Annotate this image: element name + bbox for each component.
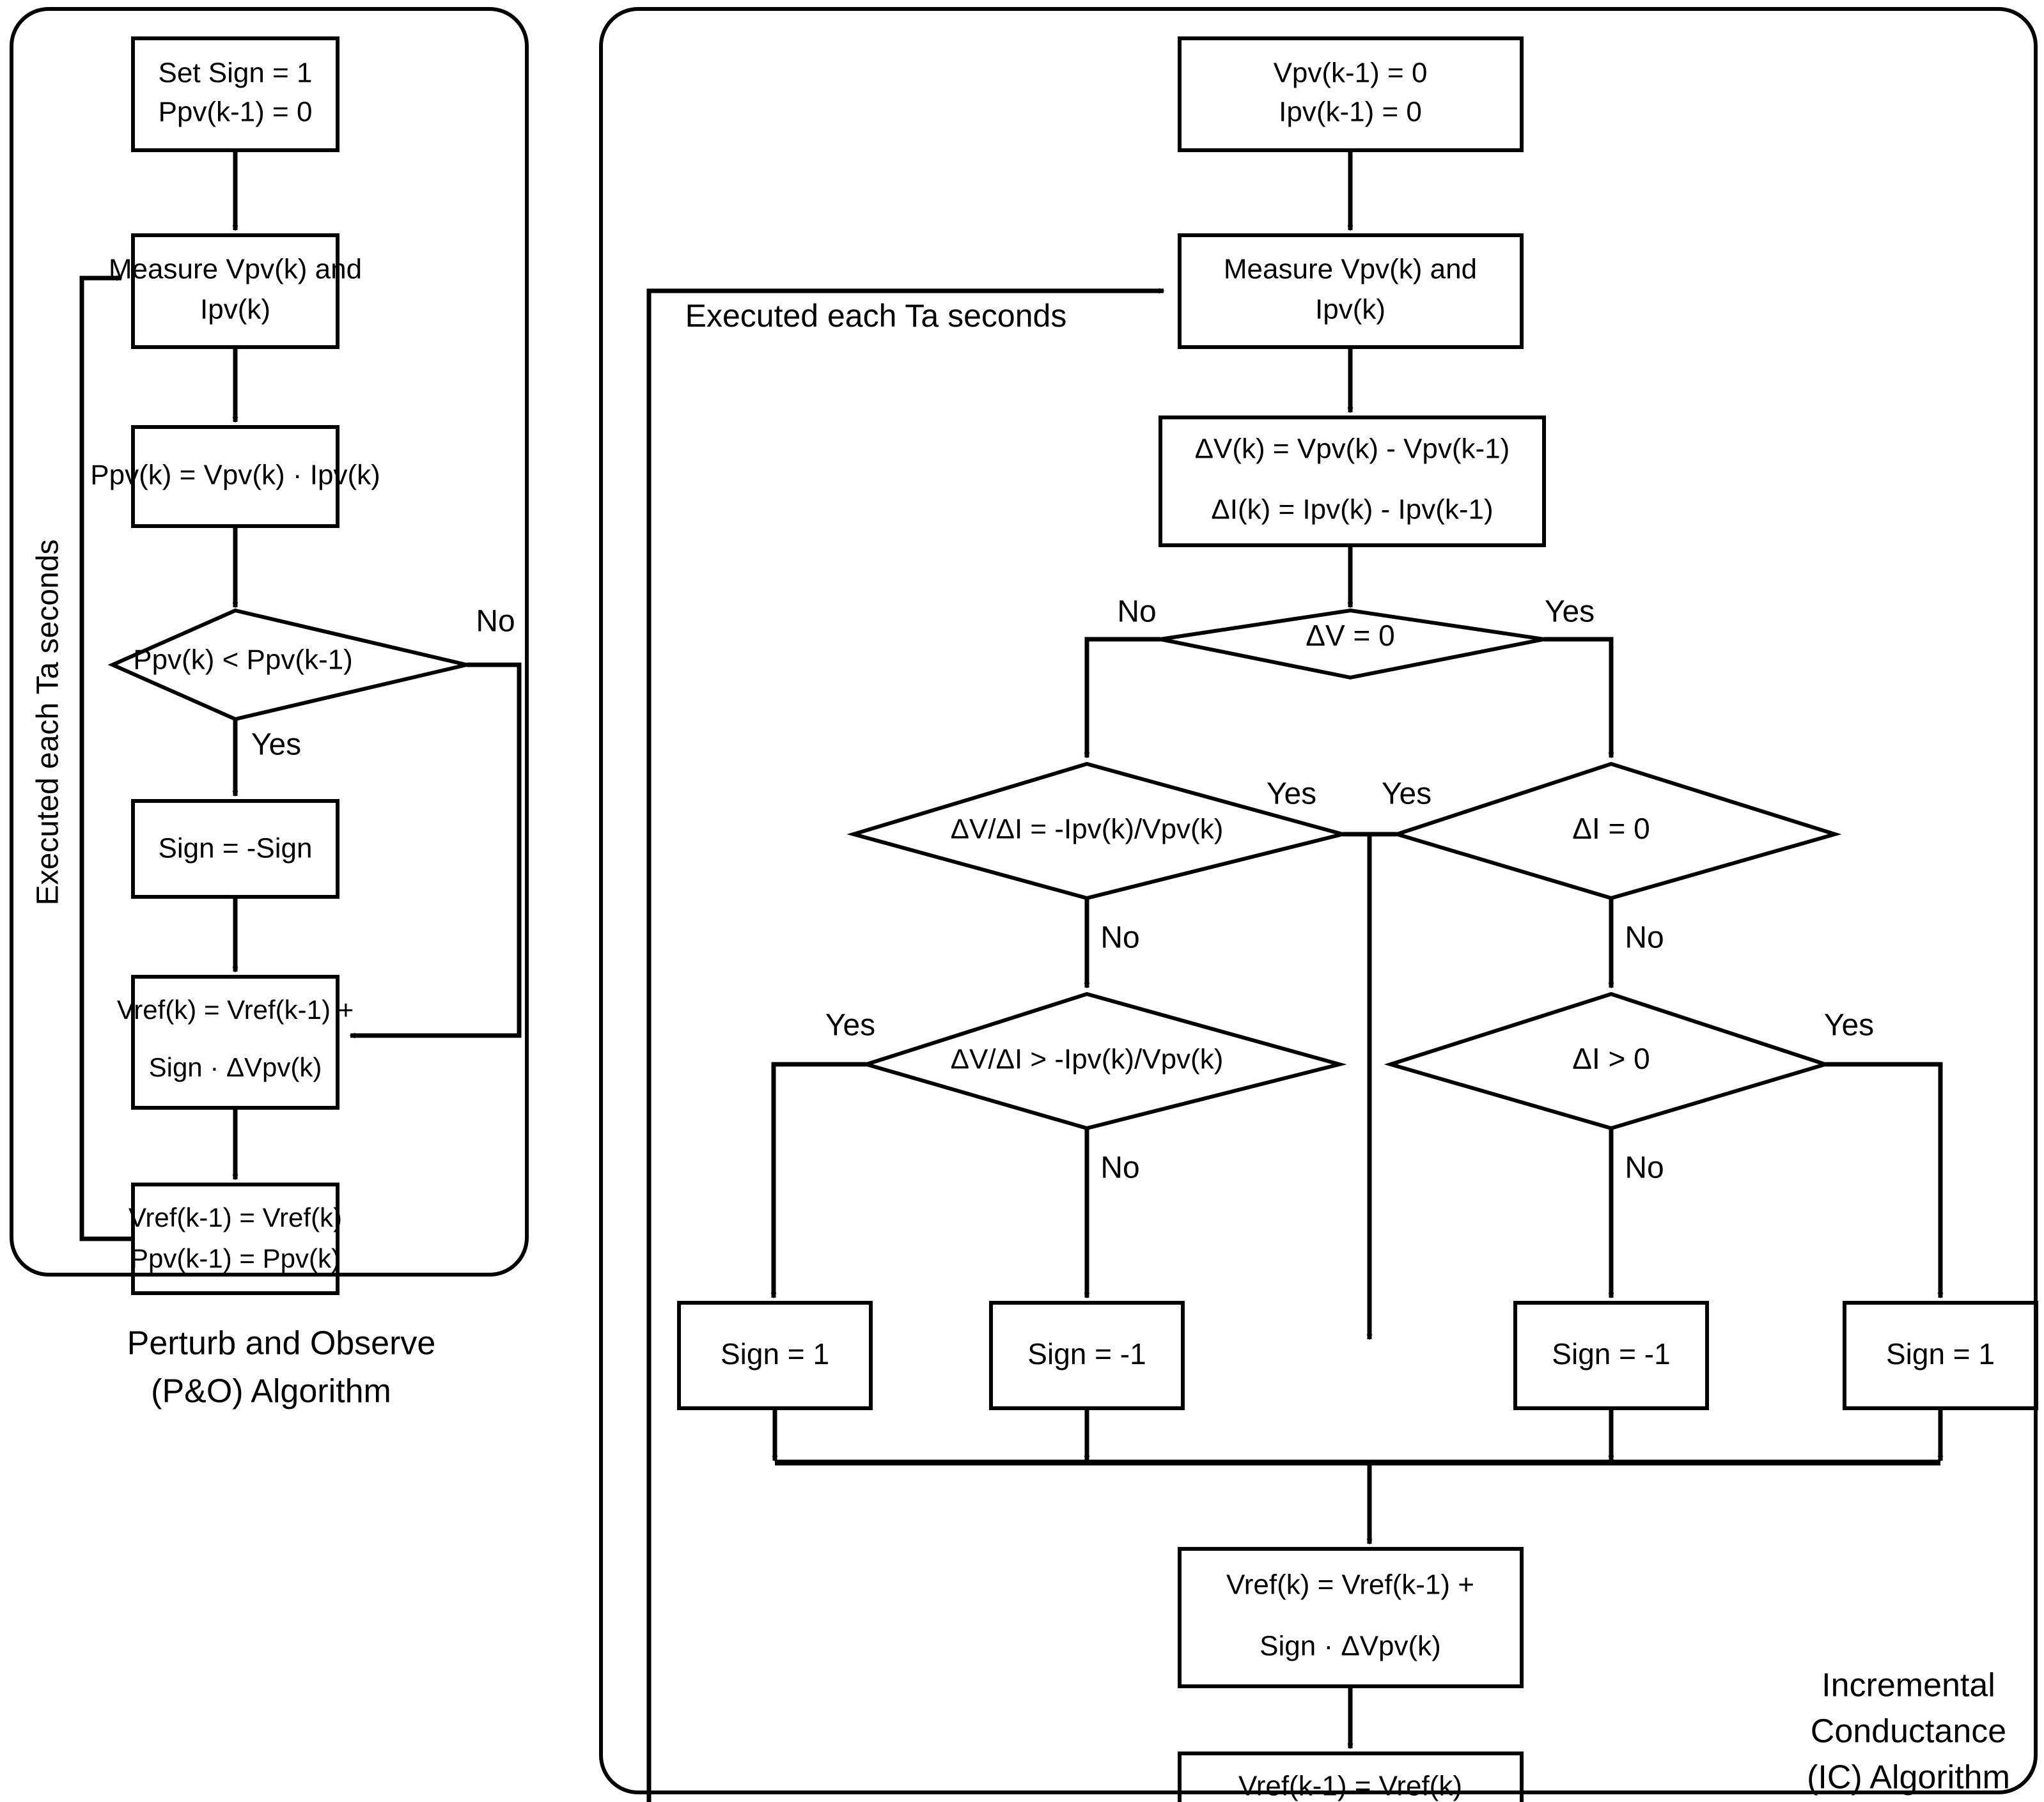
pando-label-no: No [476,605,515,639]
ic-label-di0-no: No [1625,921,1664,955]
ic-dv0-diamond [1160,608,1545,680]
ic-sign-c-text: Sign = -1 [1552,1337,1670,1371]
pando-update-line2: Ppv(k-1) = Ppv(k) [130,1243,340,1273]
ic-label-ratio-eq-no: No [1100,921,1139,955]
pando-measure-line1: Measure Vpv(k) and [109,254,362,285]
ic-di-gt-text: ΔI > 0 [1572,1042,1650,1075]
pando-loop-label: Executed each Ta seconds [31,540,65,906]
ic-label-ratio-gt-no: No [1100,1151,1139,1185]
ic-edge-dv0-no [1084,637,1160,759]
ic-label-di0-yes: Yes [1382,777,1432,811]
ic-edge-ratio-gt-yes [770,1062,866,1299]
pando-update-line1: Vref(k-1) = Vref(k) [129,1202,342,1232]
ic-panel-border [599,7,2038,1794]
ic-label-ratio-gt-yes: Yes [825,1009,875,1043]
ic-caption-line3: (IC) Algorithm [1807,1759,2010,1796]
ic-label-dv0-yes: Yes [1545,595,1595,629]
ic-init-line2: Ipv(k-1) = 0 [1279,97,1422,128]
ic-sign-d-text: Sign = 1 [1886,1337,1995,1371]
pando-caption-line1: Perturb and Observe [127,1325,436,1362]
pando-panel-border [10,7,529,1277]
pando-init-line1: Set Sign = 1 [159,58,313,89]
ic-sign-b-text: Sign = -1 [1027,1337,1146,1371]
ic-edge-dv0-yes [1544,637,1614,759]
pando-decision-text: Ppv(k) < Ppv(k-1) [133,644,353,676]
pando-init-line2: Ppv(k-1) = 0 [159,97,313,128]
ic-loop-label: Executed each Ta seconds [685,298,1067,334]
pando-vref-line2: Sign · ΔVpv(k) [149,1052,322,1082]
pando-edge-no-to-vref [349,662,522,1039]
ic-label-ratio-eq-yes: Yes [1267,777,1316,811]
ic-edge-di-gt-yes [1825,1062,1944,1299]
ic-label-dv0-no: No [1117,595,1156,629]
ic-sign-a-text: Sign = 1 [721,1337,829,1371]
ic-delta-line2: ΔI(k) = Ipv(k) - Ipv(k-1) [1211,494,1493,525]
ic-update-line1: Vref(k-1) = Vref(k) [1238,1771,1462,1802]
ic-measure-line1: Measure Vpv(k) and [1224,254,1477,285]
ic-measure-line2: Ipv(k) [1315,294,1385,325]
ic-vref-line2: Sign · ΔVpv(k) [1260,1631,1441,1662]
ic-caption-line1: Incremental [1822,1667,1995,1704]
pando-caption-line2: (P&O) Algorithm [151,1373,391,1410]
panel-pando: Set Sign = 1 Ppv(k-1) = 0 Measure Vpv(k)… [10,7,529,1410]
panel-ic: Vpv(k-1) = 0 Ipv(k-1) = 0 Measure Vpv(k)… [599,7,2038,1802]
pando-label-yes: Yes [251,728,301,762]
ic-delta-line1: ΔV(k) = Vpv(k) - Vpv(k-1) [1195,433,1510,465]
ic-di0-text: ΔI = 0 [1572,812,1650,845]
ic-init-line1: Vpv(k-1) = 0 [1274,58,1428,89]
pando-power-text: Ppv(k) = Vpv(k) · Ipv(k) [90,460,380,491]
ic-label-di-gt-yes: Yes [1824,1009,1874,1043]
ic-edge-loopback [646,288,1165,1802]
ic-ratio-eq-text: ΔV/ΔI = -Ipv(k)/Vpv(k) [951,814,1224,845]
pando-vref-line1: Vref(k) = Vref(k-1) + [117,995,354,1025]
ic-update-box [1178,1752,1524,1802]
pando-signflip-text: Sign = -Sign [159,833,313,864]
ic-label-di-gt-no: No [1625,1151,1664,1185]
pando-measure-line2: Ipv(k) [200,294,270,325]
ic-vref-line1: Vref(k) = Vref(k-1) + [1226,1569,1474,1601]
ic-caption-line2: Conductance [1811,1713,2006,1750]
pando-edge-loopback [79,275,133,1241]
ic-ratio-gt-text: ΔV/ΔI > -Ipv(k)/Vpv(k) [951,1044,1224,1075]
ic-dv0-text: ΔV = 0 [1306,619,1394,652]
